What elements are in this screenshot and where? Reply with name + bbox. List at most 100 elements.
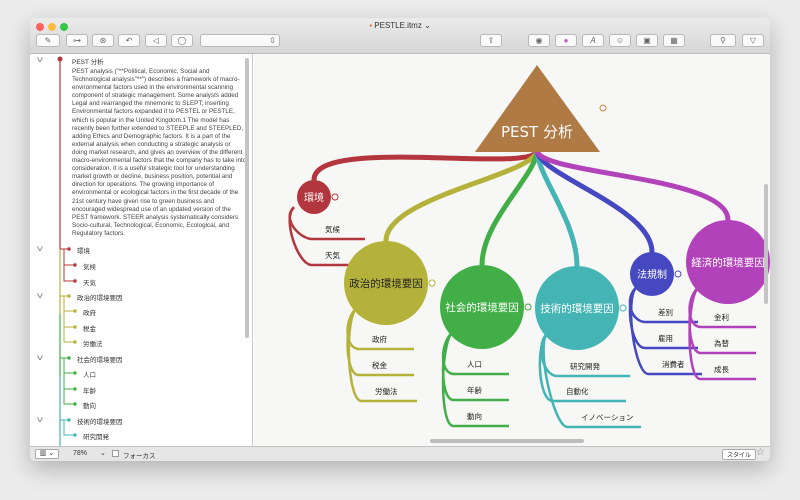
outline-item[interactable]: 政府	[83, 310, 96, 317]
main-topic-node[interactable]	[535, 266, 619, 350]
outline-item[interactable]: 天気	[83, 280, 96, 287]
outline-item[interactable]: 動向	[83, 403, 96, 410]
style-dropdown[interactable]: ⇳	[200, 34, 280, 47]
main-topic-label[interactable]: 政治的環境要因	[349, 277, 423, 290]
vertical-scrollbar[interactable]	[764, 184, 768, 304]
filter-icon[interactable]: ▽	[742, 34, 764, 47]
window-title-text: PESTLE.itmz	[374, 21, 422, 30]
subtopic-label[interactable]: イノベーション	[581, 413, 633, 422]
status-bar: ▥ ⌄ 78% ⌄ フォーカス スタイル ☆	[30, 446, 770, 461]
zoom-chevron-icon[interactable]: ⌄	[100, 450, 106, 457]
collapse-root-chevron[interactable]: ∨	[35, 55, 45, 64]
outline-item[interactable]: 政治的環境要因	[77, 295, 123, 302]
central-topic-label[interactable]: PEST 分析	[501, 123, 573, 141]
layout-toggle[interactable]: ▥ ⌄	[35, 449, 59, 459]
subtopic-connector	[441, 331, 509, 428]
outline-item[interactable]: 社会的環境要因	[77, 357, 123, 364]
branch-connector	[383, 147, 540, 244]
title-bar: ▪ PESTLE.itmz ⌄ ✎ ⊶ ⊛ ↶ ◁ ◯ ⇳ ⇪ ◉ ● A ☺ …	[30, 18, 770, 54]
collapse-chevron[interactable]: ∨	[35, 244, 45, 253]
sidebar-scrollbar[interactable]	[245, 58, 249, 338]
subtopic-label[interactable]: 成長	[714, 364, 729, 374]
main-topic-label[interactable]: 法規制	[637, 268, 667, 281]
outline-item[interactable]: 労働法	[83, 341, 103, 348]
central-topic[interactable]	[475, 65, 600, 152]
outline-item[interactable]: 気候	[83, 264, 96, 271]
inspector-icon[interactable]: ◉	[528, 34, 550, 47]
subtopic-label[interactable]: 税金	[372, 360, 387, 370]
image-icon[interactable]: ▣	[636, 34, 658, 47]
outline-item[interactable]: 技術的環境要因	[77, 419, 123, 426]
color-icon[interactable]: ●	[555, 34, 577, 47]
focus-checkbox[interactable]	[112, 450, 119, 457]
subtopic-label[interactable]: 天気	[325, 250, 340, 260]
subtopic-label[interactable]: 研究開発	[570, 361, 600, 371]
collapse-toggle-icon[interactable]	[331, 193, 339, 201]
main-topic-label[interactable]: 技術的環境要因	[540, 302, 614, 315]
subtopic-label[interactable]: 動向	[467, 411, 482, 421]
subtopic-connector	[688, 286, 756, 381]
mindmap-canvas[interactable]: 気候天気政府税金労働法 人口年齢動向 研究開発自動化イノベーション 差別雇用消費者 金利…	[254, 54, 770, 446]
subtopic-label[interactable]: 為替	[714, 338, 729, 348]
arrow-icon[interactable]: ↶	[118, 34, 140, 47]
font-icon[interactable]: A	[582, 34, 604, 47]
branch-connector	[479, 147, 540, 268]
main-topic-node[interactable]	[344, 241, 428, 325]
collapse-toggle-icon[interactable]	[524, 303, 532, 311]
style-button[interactable]: スタイル	[722, 449, 757, 460]
zoom-level[interactable]: 78%	[73, 450, 88, 457]
collapse-toggle-icon[interactable]	[599, 104, 607, 112]
collapse-toggle-icon[interactable]	[674, 270, 682, 278]
outline-item[interactable]: 環境	[77, 248, 90, 255]
subtopic-label[interactable]: 労働法	[375, 386, 398, 396]
outline-item[interactable]: 年齢	[83, 388, 96, 395]
collapse-toggle-icon[interactable]	[428, 279, 436, 287]
favorite-star-icon[interactable]: ☆	[756, 447, 765, 458]
main-topic-node[interactable]	[630, 252, 674, 296]
subtopic-label[interactable]: 人口	[467, 360, 482, 369]
main-topic-label[interactable]: 社会的環境要因	[445, 301, 519, 314]
subtopic-icon[interactable]: ⊶	[66, 34, 88, 47]
subtopic-label[interactable]: 差別	[658, 307, 673, 317]
minimize-button[interactable]	[48, 23, 56, 31]
outline-item[interactable]: 研究開発	[83, 434, 109, 441]
main-topic-label[interactable]: 環境	[304, 191, 324, 204]
share-icon[interactable]: ⇪	[480, 34, 502, 47]
main-topic-label[interactable]: 経済的環境要因	[691, 256, 765, 269]
horizontal-scrollbar[interactable]	[430, 439, 584, 443]
outline-item[interactable]: 税金	[83, 326, 96, 333]
subtopic-connector	[288, 206, 365, 267]
subtopic-connector	[542, 332, 641, 429]
outline-root[interactable]: PEST 分析	[72, 59, 104, 66]
subtopic-label[interactable]: 雇用	[658, 333, 673, 343]
subtopic-label[interactable]: 消費者	[662, 359, 685, 369]
focus-label: フォーカス	[123, 453, 156, 460]
close-button[interactable]	[36, 23, 44, 31]
search-icon[interactable]: ⚲	[710, 34, 736, 47]
emoji-icon[interactable]: ☺	[609, 34, 631, 47]
relationship-icon[interactable]: ⊛	[92, 34, 114, 47]
callout-icon[interactable]: ◯	[171, 34, 193, 47]
collapse-chevron[interactable]: ∨	[35, 415, 45, 424]
subtopic-label[interactable]: 年齢	[467, 385, 482, 395]
collapse-chevron[interactable]: ∨	[35, 291, 45, 300]
root-note: PEST analysis ("**Political, Economic, S…	[72, 68, 247, 237]
subtopic-label[interactable]: 自動化	[566, 386, 589, 396]
outline-item[interactable]: 人口	[83, 372, 96, 379]
subtopic-connector	[288, 206, 365, 241]
branch-connector	[534, 147, 655, 255]
collapse-toggle-icon[interactable]	[619, 304, 627, 312]
collapse-chevron[interactable]: ∨	[35, 353, 45, 362]
zoom-button[interactable]	[60, 23, 68, 31]
subtopic-label[interactable]: 金利	[714, 312, 729, 322]
table-icon[interactable]: ▦	[663, 34, 685, 47]
subtopic-label[interactable]: 気候	[325, 224, 340, 234]
subtopic-connector	[629, 286, 702, 376]
main-topic-node[interactable]	[686, 220, 770, 304]
main-topic-node[interactable]	[440, 265, 524, 349]
subtopic-label[interactable]: 政府	[372, 334, 387, 344]
boundary-icon[interactable]: ◁	[145, 34, 167, 47]
main-topic-node[interactable]	[297, 180, 331, 214]
new-topic-icon[interactable]: ✎	[36, 34, 60, 47]
